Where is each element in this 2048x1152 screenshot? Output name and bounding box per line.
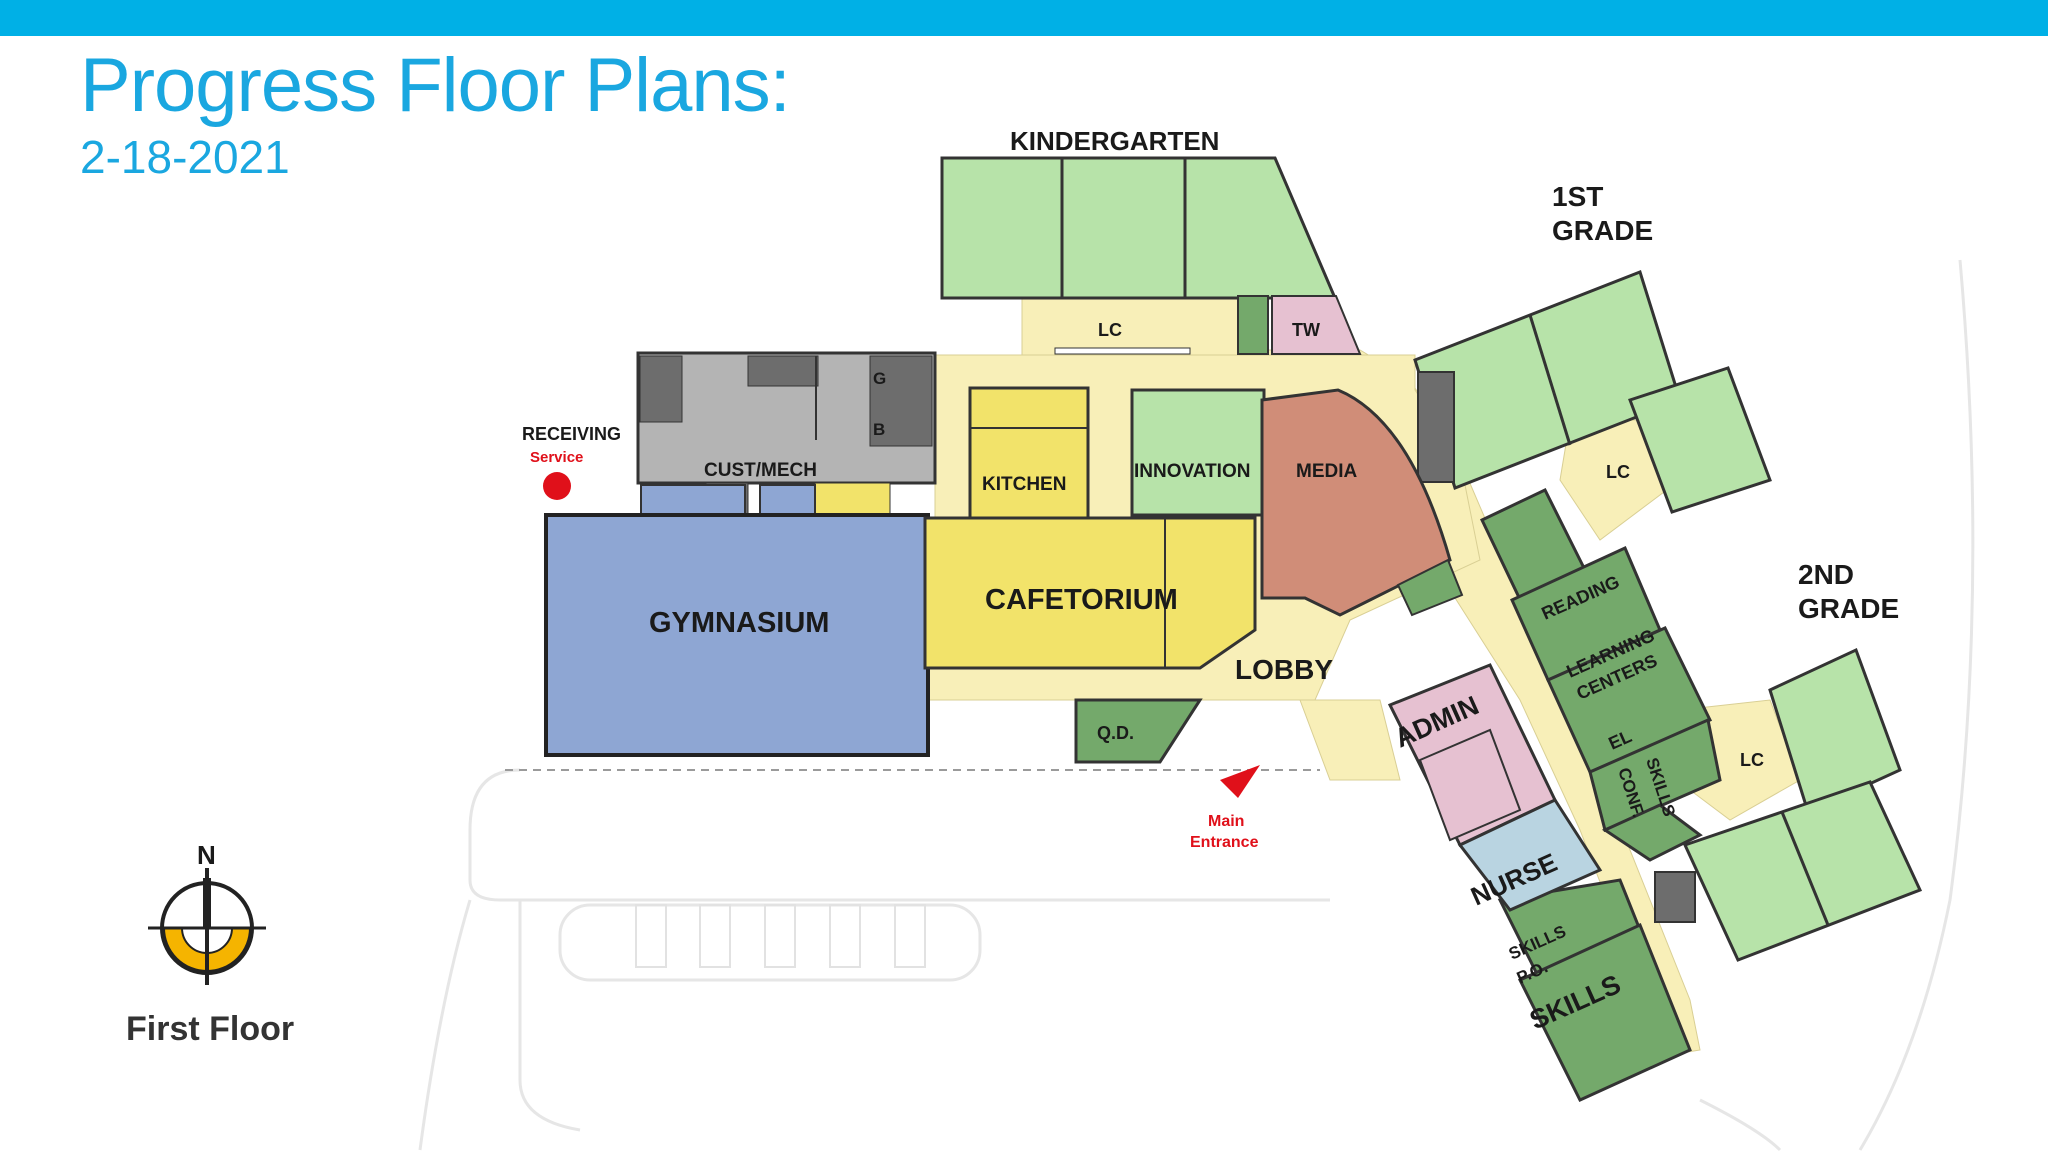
lc-label-second-grade: LC [1740,750,1764,770]
support-wing [1479,488,1722,1102]
lc-divider [1054,347,1191,355]
media-center [1260,388,1464,617]
qd-label: Q.D. [1097,723,1134,743]
gymnasium [544,484,930,757]
main-entrance-label-1: Main [1208,813,1244,830]
compass-icon [148,868,266,985]
kitchen-label: KITCHEN [982,474,1066,495]
lc-label-kindergarten: LC [1098,320,1122,340]
cust-mech-label: CUST/MECH [704,460,817,481]
innovation-room [1130,388,1266,517]
second-grade-wing [1654,647,1923,962]
main-entrance-label-2: Entrance [1190,834,1259,851]
first-grade-label-1: 1ST [1552,181,1603,212]
media-label: MEDIA [1296,461,1358,482]
admin-suite [1387,663,1603,912]
lobby-label: LOBBY [1235,654,1333,685]
site-outline [418,259,1975,1152]
service-label: Service [530,449,583,466]
page-date: 2-18-2021 [80,131,290,183]
first-grade-wing [1413,270,1772,514]
innovation-label: INNOVATION [1134,461,1250,482]
service-marker [543,472,571,500]
kitchen-cafetorium [923,386,1257,670]
b-room-label: B [873,420,885,439]
first-grade-label-2: GRADE [1552,215,1653,246]
tw-label: TW [1292,320,1320,340]
page-title: Progress Floor Plans: [80,43,791,128]
kindergarten-label: KINDERGARTEN [1010,126,1219,156]
compass-north-label: N [197,840,216,870]
floor-name: First Floor [126,1010,295,1048]
receiving-label: RECEIVING [522,424,621,444]
cafetorium-label: CAFETORIUM [985,584,1178,616]
parking-hatch [635,904,926,968]
kindergarten-wing [940,156,1362,355]
qd-room [1074,698,1203,764]
g-room-label: G [873,369,886,388]
top-accent-bar [0,0,2048,36]
gymnasium-label: GYMNASIUM [649,607,829,639]
second-grade-label-1: 2ND [1798,559,1854,590]
second-grade-label-2: GRADE [1798,593,1899,624]
main-entrance-arrow [1220,765,1260,798]
lc-label-first-grade: LC [1606,462,1630,482]
